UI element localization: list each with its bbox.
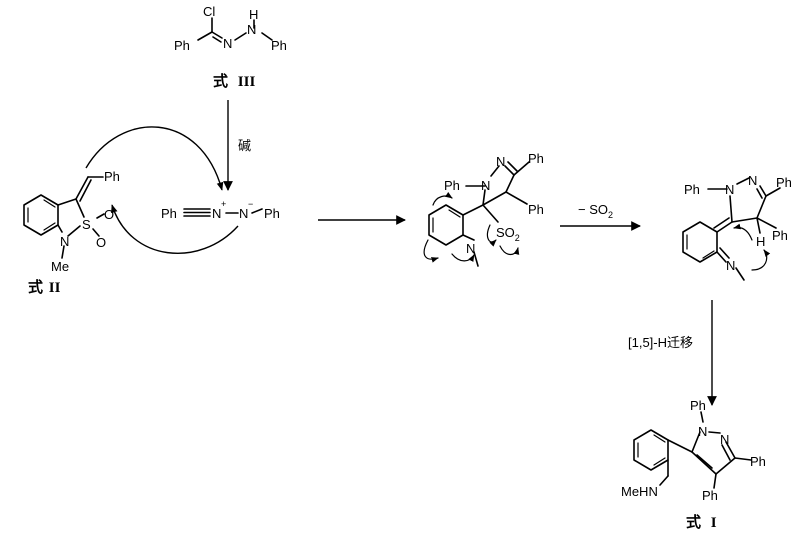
i-ph-c3-label: Ph <box>750 454 766 469</box>
ni-plus-charge: + <box>221 199 226 209</box>
ca-ph-c3-label: Ph <box>528 151 544 166</box>
im-n-imine-label: N <box>726 258 735 273</box>
intermediate: N N Ph Ph Ph H N <box>682 173 792 281</box>
i-mehn-label: MeHN <box>621 484 658 499</box>
ii-o2-label: O <box>96 235 106 250</box>
ca-n2-label: N <box>496 154 505 169</box>
ni-n-plus-label: N <box>212 206 221 221</box>
im-ph-c3-label: Ph <box>776 175 792 190</box>
arrow-base: 碱 <box>223 100 251 191</box>
i-n1-label: N <box>698 424 707 439</box>
nitrile-imine: Ph N + N − Ph <box>161 199 280 221</box>
compound-I-caption: 式 I <box>686 513 717 531</box>
compound-I: Ph N N Ph Ph MeHN 式 I <box>621 398 766 531</box>
arrow-h-shift: [1,5]-H迁移 <box>628 300 717 406</box>
ni-ph-left-label: Ph <box>161 206 177 221</box>
iii-nh-label: N <box>247 22 256 37</box>
caption-numeral: I <box>711 515 717 531</box>
caption-numeral: III <box>238 74 256 90</box>
ii-n-label: N <box>60 234 69 249</box>
ca-n-me-label: N <box>466 241 475 256</box>
compound-II-caption: 式 II <box>28 278 61 296</box>
so2-loss-text: − SO <box>578 202 608 217</box>
iii-ph-right-label: Ph <box>271 38 287 53</box>
caption-prefix: 式 <box>686 513 701 531</box>
ii-s-label: S <box>82 217 91 232</box>
ii-me-label: Me <box>51 259 69 274</box>
iii-n-label: N <box>223 36 232 51</box>
im-n1-label: N <box>725 182 734 197</box>
caption-numeral: II <box>49 280 61 296</box>
im-h-label: H <box>756 234 765 249</box>
ii-ph-label: Ph <box>104 169 120 184</box>
cycloadduct: N N Ph Ph Ph N SO2 <box>423 151 544 267</box>
cycloaddition-curved-arrows <box>85 126 239 255</box>
i-ph-c4-label: Ph <box>702 488 718 503</box>
iii-cl-label: Cl <box>203 4 215 19</box>
compound-II: Ph S O O N Me 式 II <box>23 169 120 296</box>
so2-loss-sub: 2 <box>608 210 613 220</box>
ii-o1-label: O <box>104 207 114 222</box>
arrow-so2-loss: − SO2 <box>560 202 641 231</box>
caption-prefix: 式 <box>213 72 228 90</box>
ni-ph-right-label: Ph <box>264 206 280 221</box>
h-shift-label: [1,5]-H迁移 <box>628 335 693 350</box>
caption-prefix: 式 <box>28 278 43 296</box>
ni-n-minus-label: N <box>239 206 248 221</box>
so2-loss-label: − SO2 <box>578 202 613 220</box>
compound-III-caption: 式 III <box>213 72 255 90</box>
ca-ph-c4-label: Ph <box>528 202 544 217</box>
ca-ph-n-label: Ph <box>444 178 460 193</box>
ca-n1-label: N <box>481 178 490 193</box>
ca-so2-label: SO2 <box>496 225 520 243</box>
iii-ph-left-label: Ph <box>174 38 190 53</box>
im-ph-n-label: Ph <box>684 182 700 197</box>
ca-so2-text: SO <box>496 225 515 240</box>
compound-III: Cl H N N Ph Ph 式 III <box>174 4 287 90</box>
ca-so2-sub: 2 <box>515 233 520 243</box>
i-ph-n-label: Ph <box>690 398 706 413</box>
i-n2-label: N <box>720 432 729 447</box>
ni-minus-charge: − <box>248 199 253 209</box>
iii-h-label: H <box>249 7 258 22</box>
base-label: 碱 <box>238 138 251 153</box>
im-n2-label: N <box>748 173 757 188</box>
im-ph-c4-label: Ph <box>772 228 788 243</box>
